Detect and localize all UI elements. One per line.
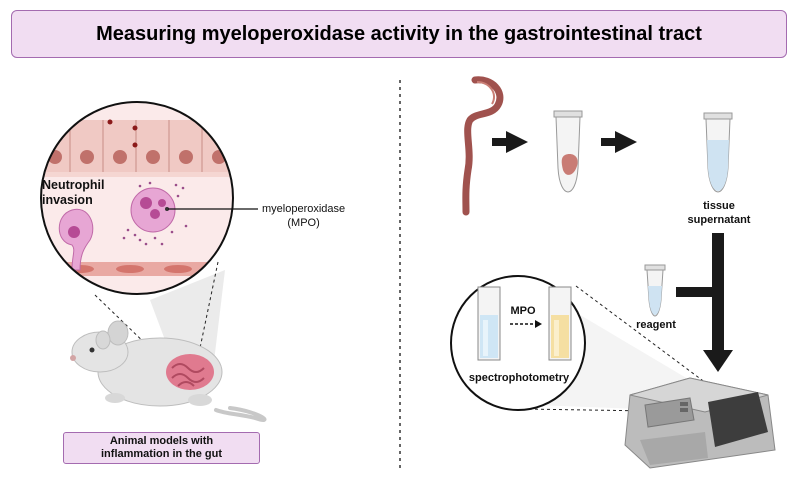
animal-model-caption: Animal models with inflammation in the g…	[63, 432, 260, 464]
caption-line2: inflammation in the gut	[101, 448, 222, 460]
caption-line1: Animal models with	[109, 435, 214, 447]
blood-vessel	[41, 262, 233, 276]
flow-arrow-to-spectrophotometer	[676, 233, 733, 372]
epithelial-cells	[41, 119, 233, 172]
supernatant-tube	[703, 112, 733, 193]
neutrophil-invasion-line1: Neutrophil	[42, 178, 105, 192]
cuvette-after	[548, 286, 572, 361]
migrating-neutrophil	[58, 208, 94, 271]
neutrophil-invasion-label: Neutrophil invasion	[42, 178, 105, 208]
mpo-arrow-label: MPO	[510, 305, 536, 317]
mpo-label: myeloperoxidase (MPO)	[262, 202, 345, 230]
arrow-tissue-to-tube	[492, 131, 528, 153]
reagent-tube	[644, 264, 666, 317]
neutrophil-cell	[130, 187, 176, 233]
zoom-circle-content	[41, 102, 233, 294]
arrow-tube-to-supernatant	[601, 131, 637, 153]
zoom-line-right	[194, 261, 219, 373]
colon-tissue	[462, 76, 504, 216]
gut-illustration	[166, 354, 214, 390]
mpo-label-line2: (MPO)	[287, 217, 320, 229]
spectrophotometer	[624, 377, 776, 469]
reagent-label: reagent	[636, 319, 676, 331]
mpo-reaction-arrow	[510, 320, 542, 328]
spectrophotometry-label: spectrophotometry	[468, 372, 570, 384]
zoom-circle	[40, 101, 234, 295]
neutrophil-invasion-line2: invasion	[42, 193, 93, 207]
supernatant-line2: supernatant	[687, 214, 751, 226]
title-banner: Measuring myeloperoxidase activity in th…	[11, 10, 787, 58]
mpo-label-line1: myeloperoxidase	[262, 203, 346, 215]
mouse-illustration	[70, 320, 267, 423]
tissue-supernatant-label: tissue supernatant	[684, 199, 754, 227]
supernatant-line1: tissue	[703, 200, 735, 212]
page-title: Measuring myeloperoxidase activity in th…	[96, 22, 702, 45]
spectro-zoom-line-bottom	[522, 408, 717, 413]
tube-with-tissue	[553, 110, 583, 193]
cuvette-before	[477, 286, 501, 361]
mpo-granules	[122, 181, 188, 246]
